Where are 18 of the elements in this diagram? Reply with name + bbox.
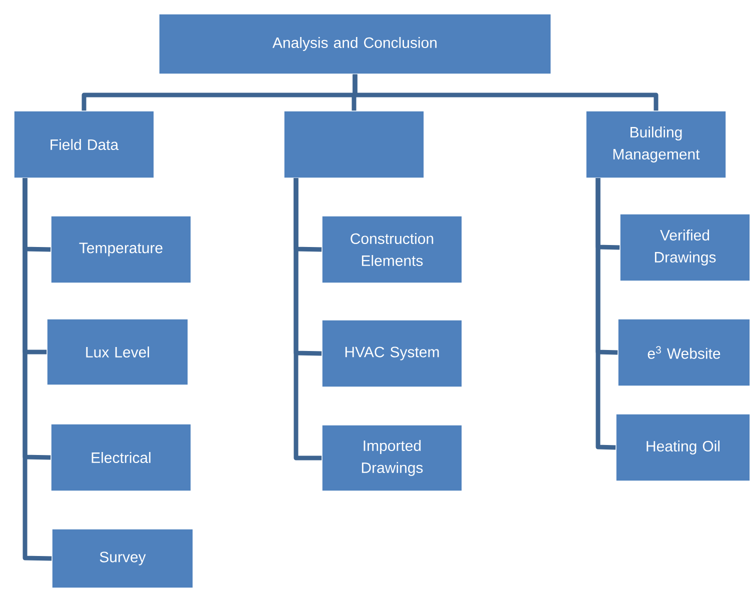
text-box: Electrical: [50, 424, 192, 492]
text-box: Field Data: [14, 110, 154, 178]
text-box: Temperature: [50, 216, 192, 284]
text-box: Construction Elements: [322, 216, 462, 284]
text-box: Imported Drawings: [322, 424, 462, 492]
text-box: e$^{3}$ Website: [618, 318, 750, 386]
box: [284, 110, 424, 178]
connector: [22, 178, 52, 561]
text-box: HVAC System: [322, 320, 462, 388]
connector: [294, 178, 322, 460]
text-box: Survey: [52, 528, 194, 588]
connector: [596, 178, 616, 450]
text-box: Heating Oil: [616, 414, 750, 482]
connector: [352, 74, 658, 111]
text-box: Verified Drawings: [620, 214, 750, 282]
text-box: Building Management: [586, 110, 726, 178]
text-box: Lux Level: [46, 318, 188, 386]
text-box: Analysis and Conclusion: [158, 14, 552, 74]
